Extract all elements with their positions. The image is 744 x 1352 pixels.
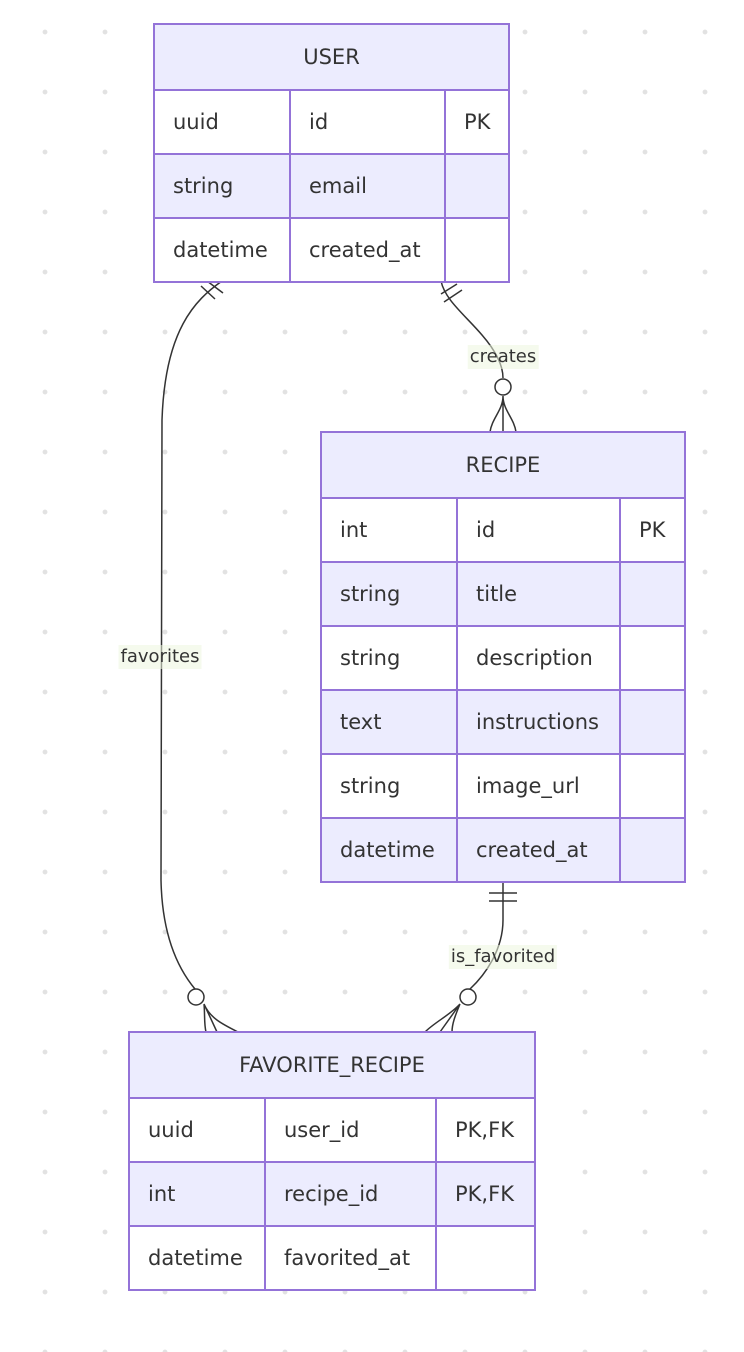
- entity-title: FAVORITE_RECIPE: [130, 1033, 534, 1099]
- edge-favorites: [160, 280, 223, 990]
- attribute-key: [446, 219, 508, 281]
- attribute-key: [621, 627, 684, 689]
- attribute-name: title: [458, 563, 621, 625]
- attribute-key: [621, 819, 684, 881]
- attribute-type: datetime: [155, 219, 291, 281]
- attribute-type: text: [322, 691, 458, 753]
- edge-is-favorited-many-mark: [424, 1003, 461, 1033]
- attribute-key: [621, 691, 684, 753]
- attribute-row: string title: [322, 563, 684, 627]
- attribute-key: PK: [464, 110, 491, 134]
- edge-favorites-one-mark-2: [206, 280, 224, 294]
- relationship-label-creates: creates: [467, 345, 539, 369]
- attribute-row: datetime favorited_at: [130, 1227, 534, 1289]
- relationship-label-favorites: favorites: [118, 645, 202, 669]
- attribute-row: datetime created_at: [322, 819, 684, 881]
- entity-recipe[interactable]: RECIPE int id PK string title string des…: [320, 431, 686, 883]
- attribute-type: int: [130, 1163, 266, 1225]
- attribute-row: string description: [322, 627, 684, 691]
- attribute-type: uuid: [130, 1099, 266, 1161]
- attribute-key: [446, 155, 508, 217]
- attribute-key: PK,FK: [455, 1182, 514, 1206]
- edge-creates-zero-mark: [494, 378, 512, 396]
- attribute-key: PK,FK: [455, 1118, 514, 1142]
- edge-favorites-many-mark: [203, 1003, 239, 1033]
- attribute-name: created_at: [291, 219, 446, 281]
- attribute-name: created_at: [458, 819, 621, 881]
- entity-title: RECIPE: [322, 433, 684, 499]
- attribute-key: [621, 755, 684, 817]
- attribute-row: text instructions: [322, 691, 684, 755]
- edge-favorites-zero-mark: [187, 988, 205, 1006]
- attribute-row: string image_url: [322, 755, 684, 819]
- attribute-row: datetime created_at: [155, 219, 508, 281]
- attribute-type: datetime: [322, 819, 458, 881]
- attribute-name: favorited_at: [266, 1227, 437, 1289]
- relationship-label-is-favorited: is_favorited: [448, 945, 558, 969]
- entity-user[interactable]: USER uuid id PK string email datetime cr…: [153, 23, 510, 283]
- attribute-name: user_id: [266, 1099, 437, 1161]
- attribute-row: string email: [155, 155, 508, 219]
- attribute-row: uuid id PK: [155, 91, 508, 155]
- attribute-name: email: [291, 155, 446, 217]
- attribute-name: recipe_id: [266, 1163, 437, 1225]
- attribute-name: id: [291, 91, 446, 153]
- attribute-name: instructions: [458, 691, 621, 753]
- edge-is-favorited: [469, 881, 504, 990]
- attribute-type: string: [322, 563, 458, 625]
- edge-creates-many-mark: [489, 395, 517, 433]
- attribute-type: string: [322, 755, 458, 817]
- attribute-key: PK: [639, 518, 666, 542]
- edge-creates-one-mark-2: [443, 289, 463, 303]
- attribute-type: datetime: [130, 1227, 266, 1289]
- edge-favorites-one-mark-1: [200, 285, 216, 300]
- entity-favorite-recipe[interactable]: FAVORITE_RECIPE uuid user_id PK,FK int r…: [128, 1031, 536, 1291]
- attribute-row: uuid user_id PK,FK: [130, 1099, 534, 1163]
- attribute-row: int recipe_id PK,FK: [130, 1163, 534, 1227]
- attribute-key: [437, 1227, 534, 1289]
- attribute-key: [621, 563, 684, 625]
- attribute-name: image_url: [458, 755, 621, 817]
- attribute-type: string: [322, 627, 458, 689]
- attribute-type: uuid: [155, 91, 291, 153]
- edge-creates-one-mark-1: [440, 283, 458, 295]
- attribute-name: description: [458, 627, 621, 689]
- edge-is-favorited-zero-mark: [459, 988, 477, 1006]
- entity-title: USER: [155, 25, 508, 91]
- attribute-row: int id PK: [322, 499, 684, 563]
- attribute-name: id: [458, 499, 621, 561]
- attribute-type: int: [322, 499, 458, 561]
- attribute-type: string: [155, 155, 291, 217]
